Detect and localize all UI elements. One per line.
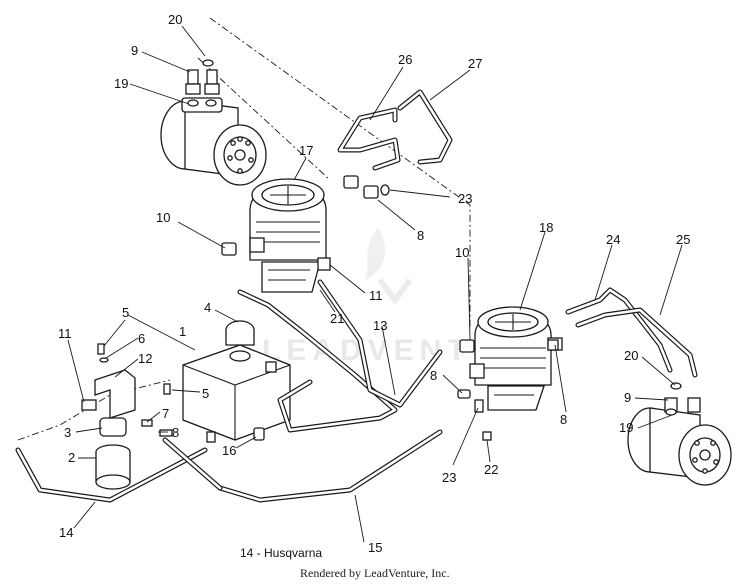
fittings-lower-center [221, 242, 559, 441]
callout-3: 3 [64, 425, 71, 440]
callout-17: 17 [299, 143, 313, 158]
callout-18: 18 [539, 220, 553, 235]
callout-24: 24 [606, 232, 620, 247]
hose-14 [15, 447, 208, 503]
callout-23-top: 23 [458, 191, 472, 206]
callout-25: 25 [676, 232, 690, 247]
callout-21: 21 [330, 311, 344, 326]
callout-13: 13 [373, 318, 387, 333]
fittings-top-left [185, 59, 220, 107]
callout-11-center: 11 [369, 288, 383, 303]
callout-5-top: 5 [122, 305, 129, 320]
hose-13 [237, 279, 443, 433]
reservoir-tank [182, 320, 291, 443]
callout-27: 27 [468, 56, 482, 71]
callout-8-left: 8 [172, 425, 179, 440]
callout-22: 22 [484, 462, 498, 477]
pump-18 [469, 306, 563, 411]
fitting-16 [253, 427, 265, 441]
callout-23-bottom: 23 [442, 470, 456, 485]
footer-credit: Rendered by LeadVenture, Inc. [300, 566, 450, 580]
callout-20-right: 20 [624, 348, 638, 363]
tube-27 [397, 89, 453, 165]
callout-labels: 20 9 19 26 27 17 10 23 8 11 21 13 10 18 … [58, 12, 690, 555]
fittings-upper-center [343, 175, 390, 199]
callout-14: 14 [59, 525, 73, 540]
tube-26 [337, 107, 401, 171]
callout-8-right: 8 [560, 412, 567, 427]
callout-19-top: 19 [114, 76, 128, 91]
callout-7: 7 [162, 406, 169, 421]
callout-10-right: 10 [455, 245, 469, 260]
hardware-left [97, 343, 173, 437]
hose-15 [162, 429, 443, 503]
callout-20-top: 20 [168, 12, 182, 27]
callout-16: 16 [222, 443, 236, 458]
leader-lines [67, 25, 683, 543]
callout-8-center: 8 [430, 368, 437, 383]
callout-26: 26 [398, 52, 412, 67]
callout-9-right: 9 [624, 390, 631, 405]
callout-6: 6 [138, 331, 145, 346]
wheel-motor-right [627, 382, 732, 486]
callout-4: 4 [204, 300, 211, 315]
tube-24 [565, 287, 673, 373]
callout-11-left: 11 [58, 326, 72, 341]
callout-2: 2 [68, 450, 75, 465]
callout-1: 1 [179, 324, 186, 339]
filter-assembly [81, 369, 136, 490]
callout-15: 15 [368, 540, 382, 555]
callout-8-top: 8 [417, 228, 424, 243]
callout-5-bottom: 5 [202, 386, 209, 401]
wheel-motor-left [160, 97, 267, 186]
tube-25 [575, 307, 698, 378]
callout-19-right: 19 [619, 420, 633, 435]
callout-12: 12 [138, 351, 152, 366]
model-label: 14 - Husqvarna [240, 546, 323, 560]
callout-9-top: 9 [131, 43, 138, 58]
callout-10-left: 10 [156, 210, 170, 225]
pump-17 [249, 178, 331, 293]
